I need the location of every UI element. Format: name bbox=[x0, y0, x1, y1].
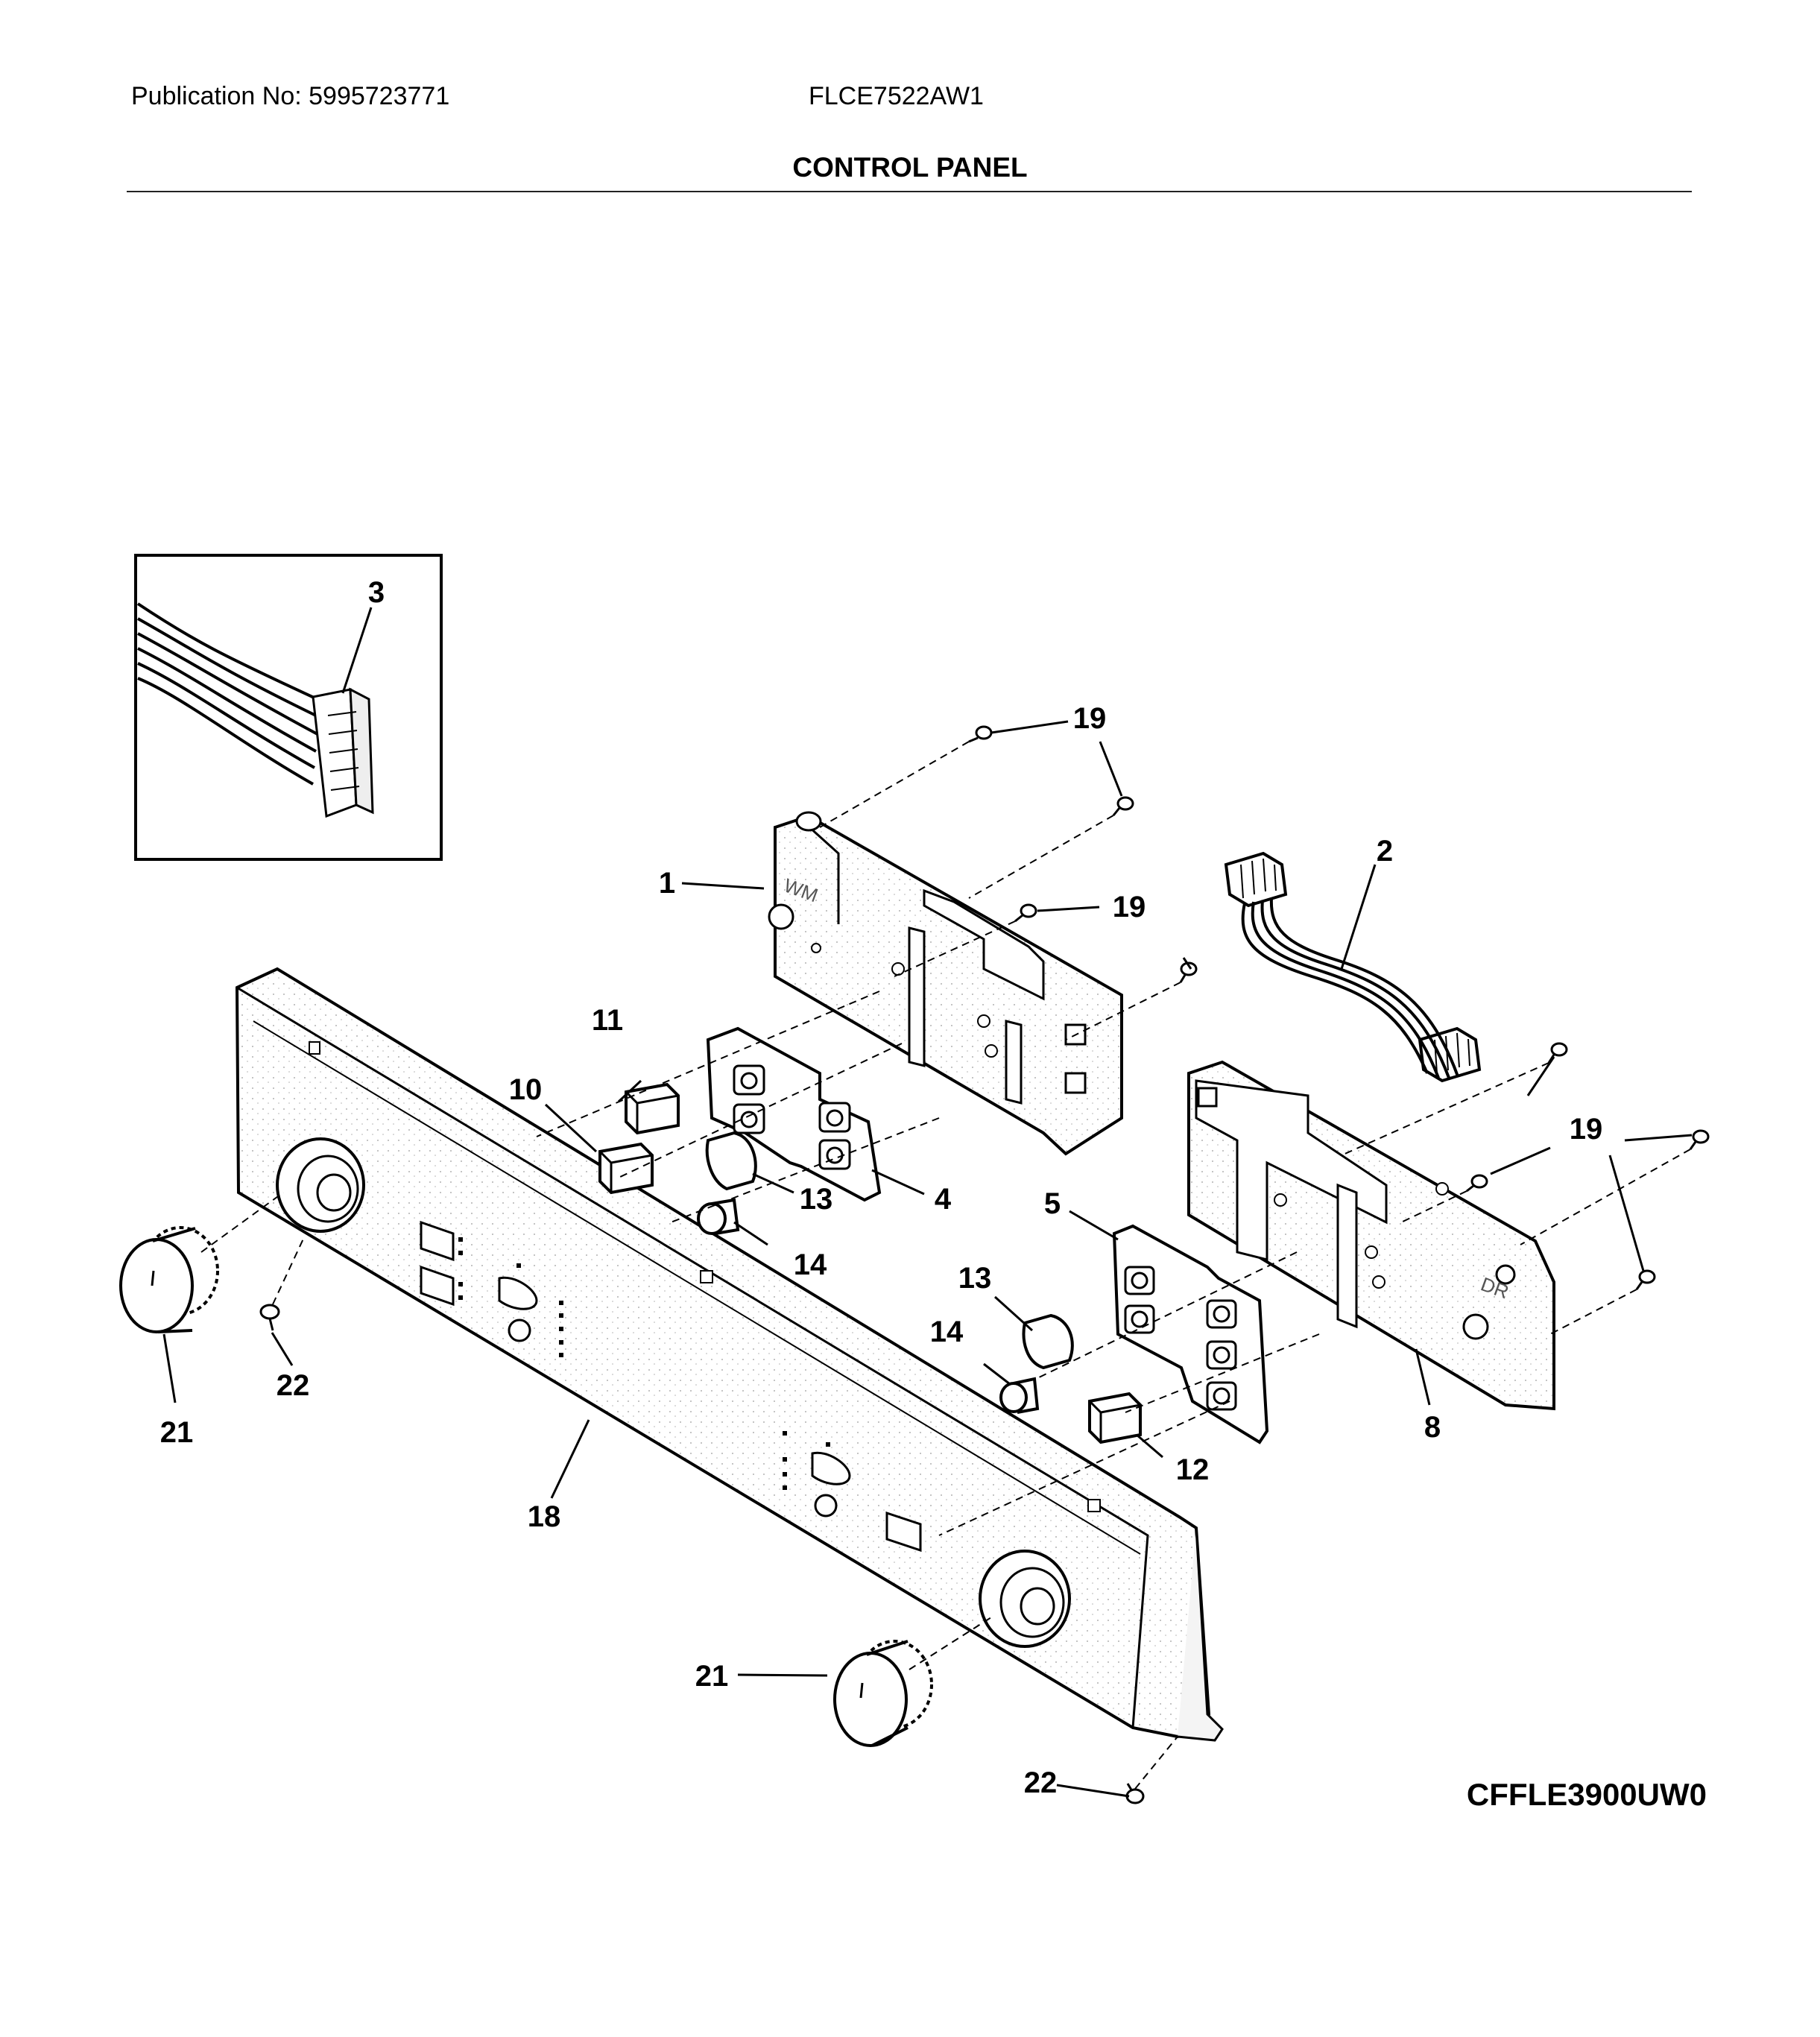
button-14-right bbox=[999, 1377, 1040, 1414]
callout-1: 1 bbox=[659, 867, 675, 900]
knob-right bbox=[833, 1640, 933, 1747]
button-13-right bbox=[1022, 1313, 1074, 1370]
callout-14-right: 14 bbox=[930, 1316, 964, 1348]
callout-11: 11 bbox=[592, 1004, 623, 1037]
callout-13-right: 13 bbox=[958, 1262, 992, 1295]
button-12 bbox=[1088, 1392, 1142, 1444]
callout-21-left: 21 bbox=[160, 1416, 194, 1449]
screw-19-a bbox=[968, 725, 993, 743]
assembly-lines bbox=[200, 741, 1691, 1790]
callout-14-left: 14 bbox=[794, 1248, 827, 1281]
button-14-left bbox=[697, 1198, 740, 1235]
callout-12: 12 bbox=[1176, 1453, 1210, 1486]
callout-19-right: 19 bbox=[1570, 1113, 1603, 1146]
button-13-left bbox=[705, 1131, 757, 1191]
leader-3 bbox=[341, 607, 373, 694]
button-11 bbox=[625, 1082, 680, 1135]
screw-19-g bbox=[1466, 1174, 1488, 1193]
screw-19-c bbox=[1014, 903, 1037, 923]
screw-19-e bbox=[1547, 1042, 1568, 1064]
leader-lines bbox=[162, 720, 1693, 1798]
screw-22-right bbox=[1125, 1783, 1145, 1804]
callout-19-middle: 19 bbox=[1113, 891, 1146, 923]
callout-4: 4 bbox=[935, 1183, 952, 1216]
model-number: FLCE7522AW1 bbox=[809, 82, 984, 110]
callout-3: 3 bbox=[368, 576, 385, 609]
harness-connector-inset bbox=[312, 687, 374, 818]
knob-left bbox=[119, 1226, 220, 1334]
control-board-wm: WM bbox=[768, 811, 1123, 1156]
callout-10: 10 bbox=[509, 1073, 543, 1106]
callout-labels: 1 2 3 4 5 8 10 11 12 13 13 14 14 18 19 1… bbox=[160, 576, 1603, 1799]
title-divider bbox=[127, 191, 1692, 192]
screw-19-b bbox=[1112, 796, 1134, 816]
screws-19 bbox=[968, 725, 1710, 1290]
screw-19-h bbox=[1635, 1269, 1656, 1290]
callout-2: 2 bbox=[1377, 835, 1393, 868]
control-board-dr: DR bbox=[1187, 1060, 1555, 1411]
publication-number: Publication No: 5995723771 bbox=[131, 82, 450, 110]
callout-21-right: 21 bbox=[695, 1660, 729, 1693]
callout-13-left: 13 bbox=[800, 1183, 833, 1216]
diagram-code: CFFLE3900UW0 bbox=[1467, 1777, 1707, 1812]
page-title: CONTROL PANEL bbox=[792, 152, 1028, 183]
inset-box bbox=[134, 554, 443, 861]
wire-harness-2 bbox=[1224, 851, 1482, 1083]
callout-19-top: 19 bbox=[1073, 702, 1107, 735]
screw-19-d bbox=[1179, 961, 1198, 983]
keypad-4 bbox=[706, 1026, 882, 1202]
callout-5: 5 bbox=[1044, 1187, 1061, 1220]
console-panel bbox=[235, 967, 1224, 1742]
callout-18: 18 bbox=[528, 1500, 561, 1533]
screw-22-left bbox=[259, 1304, 280, 1331]
callout-8: 8 bbox=[1424, 1411, 1441, 1444]
callout-22-left: 22 bbox=[277, 1369, 310, 1402]
callout-22-right: 22 bbox=[1024, 1766, 1058, 1799]
keypad-5 bbox=[1112, 1224, 1269, 1444]
wire-harness-inset bbox=[136, 602, 321, 786]
button-10 bbox=[598, 1142, 654, 1195]
screw-19-f bbox=[1689, 1129, 1710, 1150]
